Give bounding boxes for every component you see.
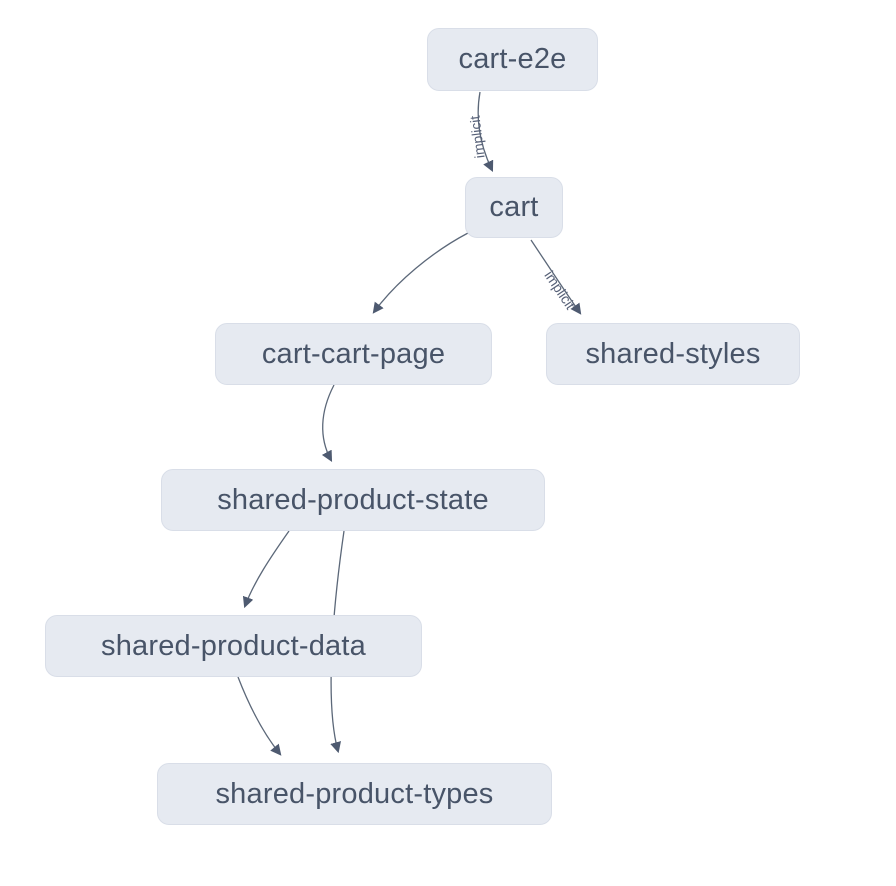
- node-cart[interactable]: cart: [465, 177, 563, 238]
- node-shared-product-data[interactable]: shared-product-data: [45, 615, 422, 677]
- node-label: shared-styles: [585, 337, 761, 370]
- edge-label-implicit-cart-e2e-cart: implicit: [466, 115, 487, 160]
- node-label: cart-cart-page: [261, 337, 446, 370]
- node-cart-e2e[interactable]: cart-e2e: [427, 28, 598, 91]
- node-label: cart-e2e: [458, 43, 567, 75]
- node-label: shared-product-data: [101, 629, 366, 662]
- node-label: shared-product-state: [217, 483, 489, 516]
- edge-cart-to-shared-styles: [530, 239, 582, 315]
- edge-cart-e2e-to-cart: [477, 91, 494, 172]
- node-shared-styles[interactable]: shared-styles: [546, 323, 800, 385]
- node-shared-product-types[interactable]: shared-product-types: [157, 763, 552, 825]
- node-label: shared-product-types: [215, 777, 494, 810]
- edge-shared-product-state-to-shared-product-data: [242, 530, 290, 609]
- node-shared-product-state[interactable]: shared-product-state: [161, 469, 545, 531]
- edge-cart-cart-page-to-shared-product-state: [321, 384, 335, 462]
- edge-label-implicit-cart-shared-styles: implicit: [541, 268, 578, 313]
- edge-cart-to-cart-cart-page: [372, 232, 469, 314]
- node-label: cart: [489, 191, 539, 223]
- node-cart-cart-page[interactable]: cart-cart-page: [215, 323, 492, 385]
- edge-shared-product-data-to-shared-product-types: [237, 676, 282, 756]
